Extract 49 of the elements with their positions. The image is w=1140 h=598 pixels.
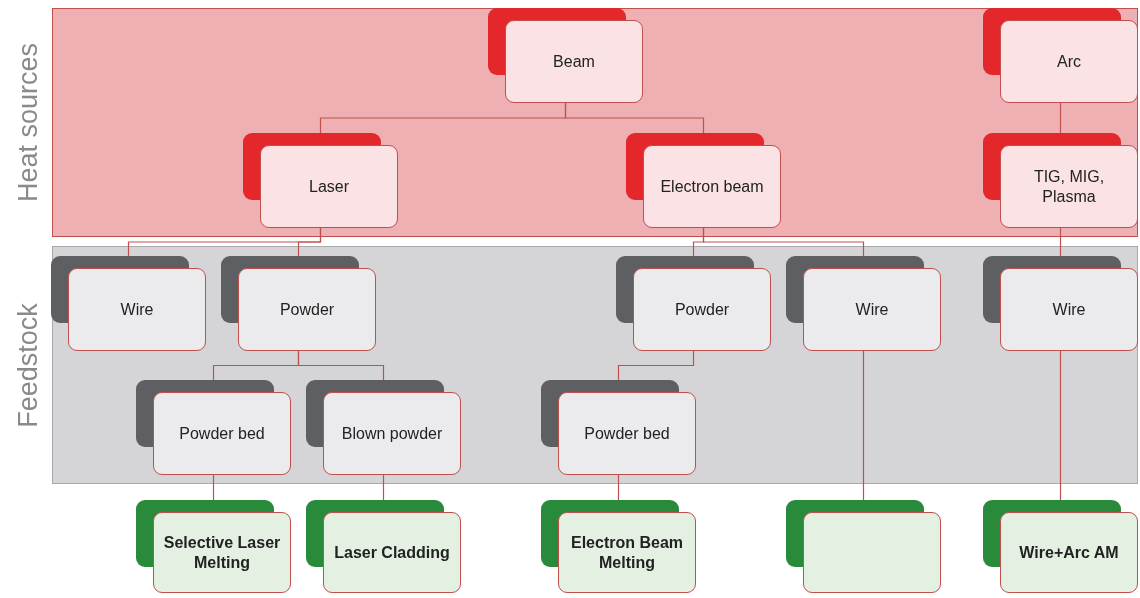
connector-line <box>564 102 705 134</box>
node-label: Powder <box>673 299 731 320</box>
node-label: Wire+Arc AM <box>1018 542 1120 563</box>
empty-card <box>786 500 941 593</box>
node-card <box>626 133 781 228</box>
connector-line <box>1059 227 1062 257</box>
connector-line <box>617 350 695 381</box>
node-card <box>51 256 206 351</box>
connector-line <box>702 227 865 257</box>
connector-line <box>1059 102 1062 134</box>
node-card <box>983 500 1138 593</box>
connector-line <box>212 474 215 501</box>
node-card <box>306 380 461 475</box>
node-card <box>306 500 461 593</box>
node-label: Wire <box>854 299 890 320</box>
node-label: Powder bed <box>178 423 266 444</box>
connector-line <box>297 350 385 381</box>
node-card <box>541 380 696 475</box>
node-label: Beam <box>552 51 596 72</box>
connector-line <box>297 227 322 257</box>
node-label: Powder bed <box>583 423 671 444</box>
node-card <box>488 8 643 103</box>
node-card <box>616 256 771 351</box>
node-card <box>786 256 941 351</box>
node-card <box>136 500 291 593</box>
band-heading: Feedstock <box>12 302 44 428</box>
node-label: Wire <box>119 299 155 320</box>
connector-line <box>617 474 620 501</box>
band-heading: Heat sources <box>12 42 44 203</box>
node-card <box>221 256 376 351</box>
node-label: Laser Cladding <box>333 542 451 563</box>
node-card <box>136 380 291 475</box>
node-label: Wire <box>1051 299 1087 320</box>
node-label: Selective Laser Melting <box>162 533 282 572</box>
node-card <box>983 133 1138 228</box>
node-label: Arc <box>1056 51 1082 72</box>
connector-line <box>1059 350 1062 501</box>
connector-line <box>382 474 385 501</box>
node-card <box>983 256 1138 351</box>
node-label: Blown powder <box>340 423 444 444</box>
node-card <box>541 500 696 593</box>
node-label: Electron beam <box>659 176 765 197</box>
node-card <box>983 8 1138 103</box>
node-label: Electron Beam Melting <box>569 533 684 572</box>
node-label: TIG, MIG, Plasma <box>1032 167 1106 206</box>
connector-line <box>862 350 865 501</box>
node-label: Powder <box>278 299 336 320</box>
node-card <box>243 133 398 228</box>
node-label: Laser <box>308 176 350 197</box>
